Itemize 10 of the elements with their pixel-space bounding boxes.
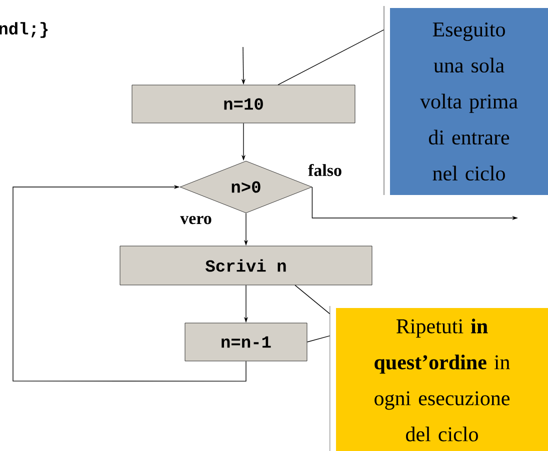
leader-line [278, 29, 384, 86]
process-box: Scrivi n [120, 246, 372, 286]
process-box: n=10 [132, 84, 356, 124]
leader-line [306, 335, 330, 342]
edge-label: vero [179, 214, 213, 226]
callout-box: Eseguito una sola volta prima di entrare nel ciclo [384, 6, 548, 196]
process-box: n=n-1 [184, 322, 308, 362]
leader-line [294, 284, 330, 314]
callout-box: Ripetuti in quest’ordine in ogni esecuzione del ciclo [330, 306, 548, 451]
arrow [12, 184, 246, 382]
